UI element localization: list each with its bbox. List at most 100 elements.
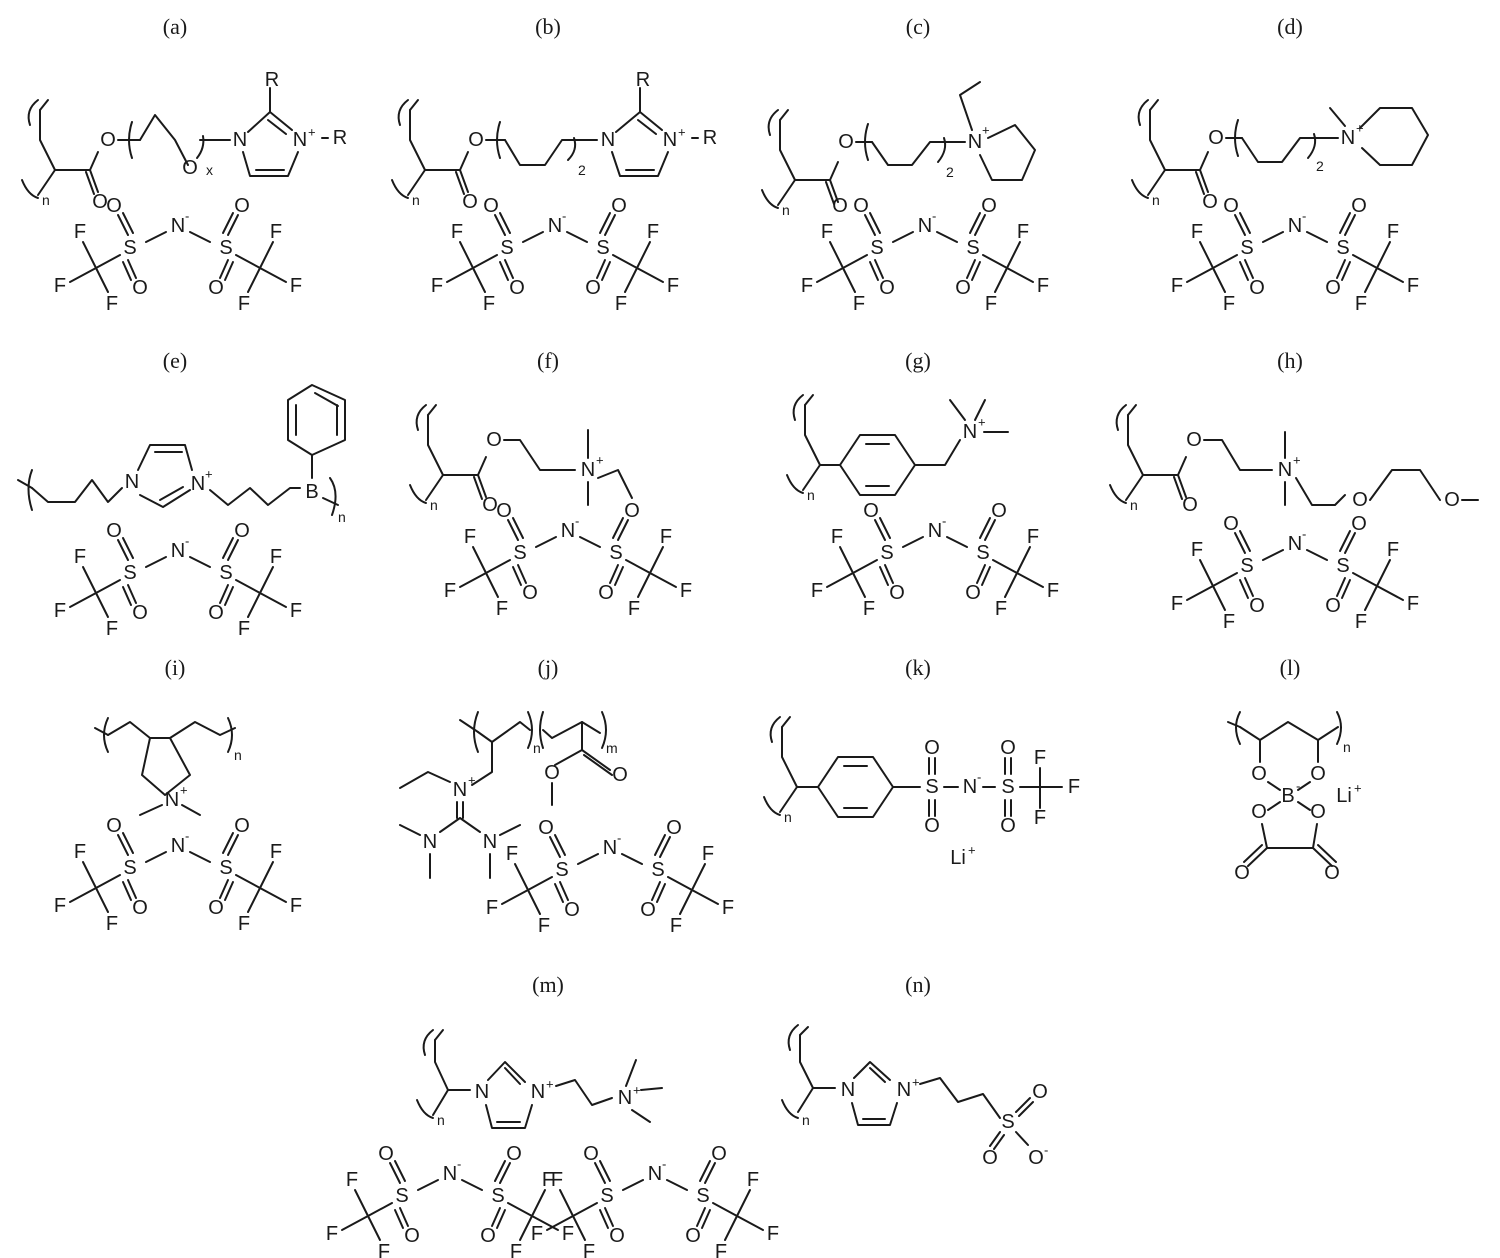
- svg-text:S: S: [925, 776, 938, 798]
- svg-text:O: O: [100, 129, 116, 151]
- svg-text:N: N: [293, 129, 307, 151]
- svg-text:x: x: [206, 162, 213, 178]
- panel-label-n: (n): [905, 972, 931, 997]
- panel-label-g: (g): [905, 348, 931, 373]
- svg-text:N: N: [963, 421, 977, 443]
- panel-label-i: (i): [164, 655, 186, 680]
- svg-text:O: O: [924, 815, 940, 837]
- structure-k: n S OO N- S OO FFF Li+: [763, 716, 1080, 869]
- svg-text:O: O: [1000, 815, 1016, 837]
- svg-text:n: n: [234, 747, 242, 763]
- tfsi-anion-d: [1169, 194, 1421, 316]
- svg-text:O: O: [838, 131, 854, 153]
- tfsi-anion-g: [809, 499, 1061, 621]
- svg-text:n: n: [807, 487, 815, 503]
- panel-label-a: (a): [162, 14, 188, 39]
- structure-b: n OO 2 N R N+ R: [391, 69, 717, 213]
- svg-text:+: +: [308, 125, 316, 140]
- panel-label-h: (h): [1277, 348, 1303, 373]
- tfsi-anion-a: [52, 194, 304, 316]
- svg-text:O: O: [612, 764, 628, 786]
- structure-g: n N+: [786, 394, 1009, 503]
- structure-i: n N+: [94, 717, 242, 816]
- svg-text:N: N: [233, 129, 247, 151]
- svg-text:O: O: [544, 762, 560, 784]
- svg-text:Li: Li: [950, 847, 966, 869]
- svg-text:R: R: [265, 69, 279, 91]
- svg-text:-: -: [1044, 1143, 1048, 1158]
- structure-c: n OO 2 N+: [761, 81, 1036, 218]
- svg-text:O: O: [1251, 801, 1267, 823]
- svg-text:+: +: [968, 843, 976, 858]
- svg-text:O: O: [1028, 1147, 1044, 1169]
- svg-text:N: N: [191, 473, 205, 495]
- structure-m: n N N+ N+: [416, 1029, 663, 1129]
- svg-text:N: N: [601, 129, 615, 151]
- svg-text:N: N: [618, 1087, 632, 1109]
- svg-text:O: O: [482, 494, 498, 516]
- svg-text:R: R: [333, 127, 347, 149]
- svg-text:-: -: [977, 770, 981, 785]
- svg-text:O: O: [1208, 127, 1224, 149]
- svg-text:n: n: [412, 192, 420, 208]
- svg-text:O: O: [1000, 737, 1016, 759]
- svg-text:S: S: [1001, 776, 1014, 798]
- svg-text:B: B: [1281, 785, 1294, 807]
- svg-text:F: F: [1068, 776, 1080, 798]
- svg-text:F: F: [1034, 747, 1046, 769]
- svg-text:+: +: [982, 123, 990, 138]
- svg-text:n: n: [1152, 192, 1160, 208]
- svg-text:N: N: [581, 459, 595, 481]
- svg-text:R: R: [636, 69, 650, 91]
- svg-text:N: N: [475, 1081, 489, 1103]
- svg-text:O: O: [832, 195, 848, 217]
- panel-label-e: (e): [162, 348, 188, 373]
- svg-text:N: N: [165, 789, 179, 811]
- tfsi-anion-f: [442, 499, 694, 621]
- svg-text:n: n: [338, 509, 346, 525]
- panel-label-j: (j): [537, 655, 559, 680]
- svg-text:+: +: [180, 783, 188, 798]
- svg-text:O: O: [1032, 1081, 1048, 1103]
- svg-text:B: B: [305, 481, 318, 503]
- svg-text:2: 2: [1316, 158, 1324, 174]
- svg-text:O: O: [1186, 429, 1202, 451]
- svg-text:O: O: [1324, 862, 1340, 884]
- structure-d: n OO 2 N+: [1131, 99, 1429, 213]
- tfsi-anion-j: [484, 816, 736, 938]
- svg-text:O: O: [182, 157, 198, 179]
- svg-text:n: n: [782, 202, 790, 218]
- svg-text:O: O: [1234, 862, 1250, 884]
- svg-text:+: +: [978, 415, 986, 430]
- svg-text:R: R: [703, 127, 717, 149]
- svg-text:O: O: [1202, 191, 1218, 213]
- svg-text:O: O: [92, 191, 108, 213]
- svg-text:N: N: [531, 1081, 545, 1103]
- svg-text:+: +: [468, 773, 476, 788]
- svg-text:+: +: [912, 1075, 920, 1090]
- svg-text:S: S: [1001, 1111, 1014, 1133]
- svg-text:N: N: [1341, 127, 1355, 149]
- svg-text:+: +: [1354, 781, 1362, 796]
- structure-n: n N N+ S O O O-: [781, 1024, 1048, 1169]
- structure-a: n OO O x N R N+ R: [21, 69, 347, 213]
- panel-label-c: (c): [905, 14, 931, 39]
- svg-text:N: N: [841, 1079, 855, 1101]
- svg-text:N: N: [968, 131, 982, 153]
- svg-text:n: n: [1343, 739, 1351, 755]
- svg-text:O: O: [924, 737, 940, 759]
- tfsi-anion-h: [1169, 512, 1421, 634]
- structure-e: N N+ B n: [17, 384, 346, 525]
- svg-text:O: O: [462, 191, 478, 213]
- panel-label-d: (d): [1277, 14, 1303, 39]
- svg-text:+: +: [633, 1083, 641, 1098]
- svg-text:n: n: [784, 809, 792, 825]
- tfsi-anion-i: [52, 814, 304, 936]
- tfsi-anion-e: [52, 519, 304, 641]
- svg-text:+: +: [546, 1077, 554, 1092]
- svg-text:-: -: [1296, 779, 1300, 794]
- svg-text:O: O: [1182, 494, 1198, 516]
- svg-text:N: N: [1278, 459, 1292, 481]
- panel-label-l: (l): [1279, 655, 1301, 680]
